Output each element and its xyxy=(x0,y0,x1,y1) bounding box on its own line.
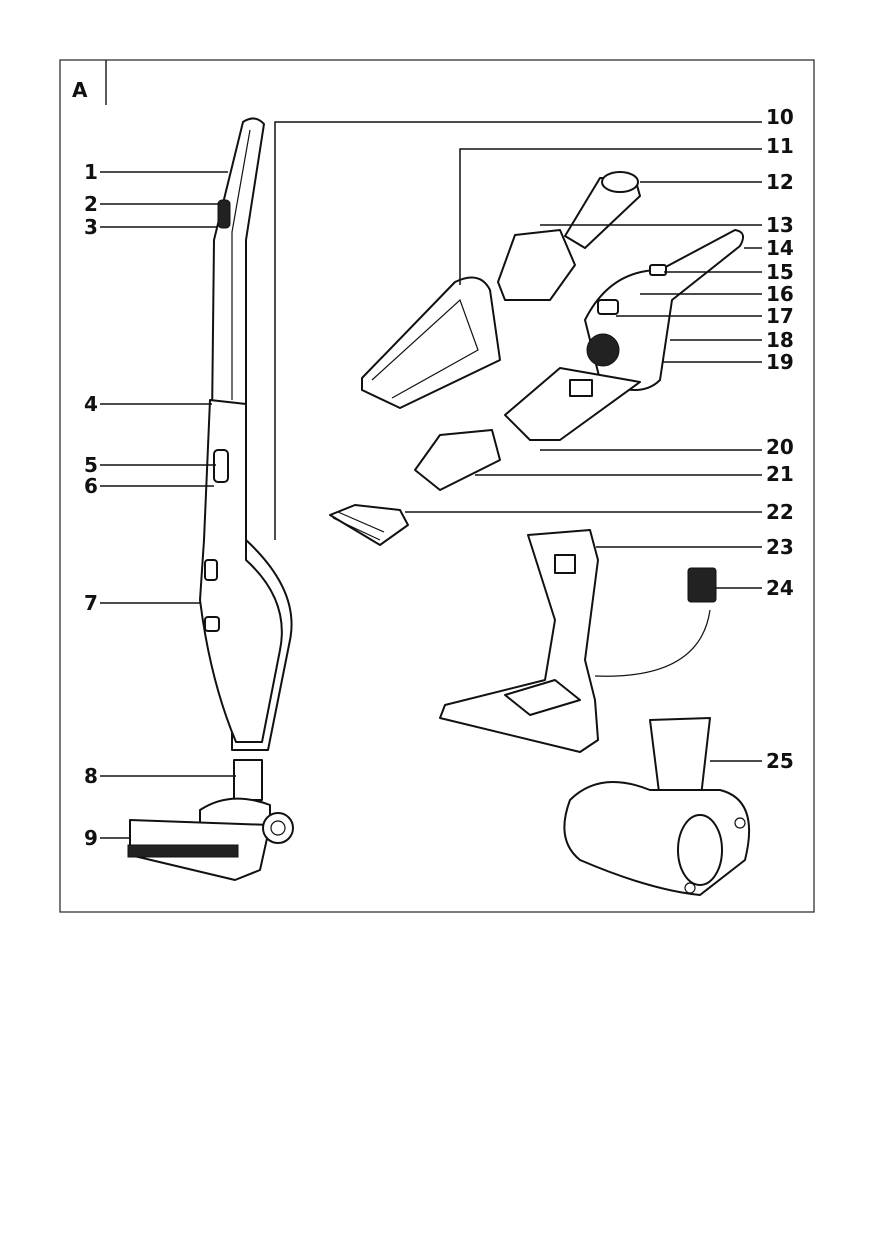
callout-16: 16 xyxy=(766,282,794,306)
callout-21: 21 xyxy=(766,462,794,486)
callout-23: 23 xyxy=(766,535,794,559)
callout-20: 20 xyxy=(766,435,794,459)
callout-2: 2 xyxy=(84,192,98,216)
callout-10: 10 xyxy=(766,105,794,129)
callout-19: 19 xyxy=(766,350,794,374)
callouts-left: 1 2 3 4 5 6 7 8 9 xyxy=(84,160,236,850)
callout-9: 9 xyxy=(84,826,98,850)
turbo-brush-illustration xyxy=(563,717,751,896)
charging-stand-illustration xyxy=(439,529,717,753)
callout-11: 11 xyxy=(766,134,794,158)
callout-8: 8 xyxy=(84,764,98,788)
callout-6: 6 xyxy=(84,474,98,498)
callout-7: 7 xyxy=(84,591,98,615)
callout-5: 5 xyxy=(84,453,98,477)
callout-24: 24 xyxy=(766,576,794,600)
callout-22: 22 xyxy=(766,500,794,524)
callout-13: 13 xyxy=(766,213,794,237)
figure-frame xyxy=(59,59,815,913)
callout-17: 17 xyxy=(766,304,794,328)
callout-1: 1 xyxy=(84,160,98,184)
callout-3: 3 xyxy=(84,215,98,239)
callout-12: 12 xyxy=(766,170,794,194)
callout-25: 25 xyxy=(766,749,794,773)
panel-label: A xyxy=(72,78,88,102)
callout-14: 14 xyxy=(766,236,794,260)
callout-4: 4 xyxy=(84,392,98,416)
stick-vacuum-illustration xyxy=(127,117,294,881)
callout-15: 15 xyxy=(766,260,794,284)
callout-18: 18 xyxy=(766,328,794,352)
handheld-vacuum-illustration xyxy=(329,171,745,546)
callouts-right: 10 11 12 13 14 15 16 17 18 19 20 21 22 2… xyxy=(274,105,794,773)
